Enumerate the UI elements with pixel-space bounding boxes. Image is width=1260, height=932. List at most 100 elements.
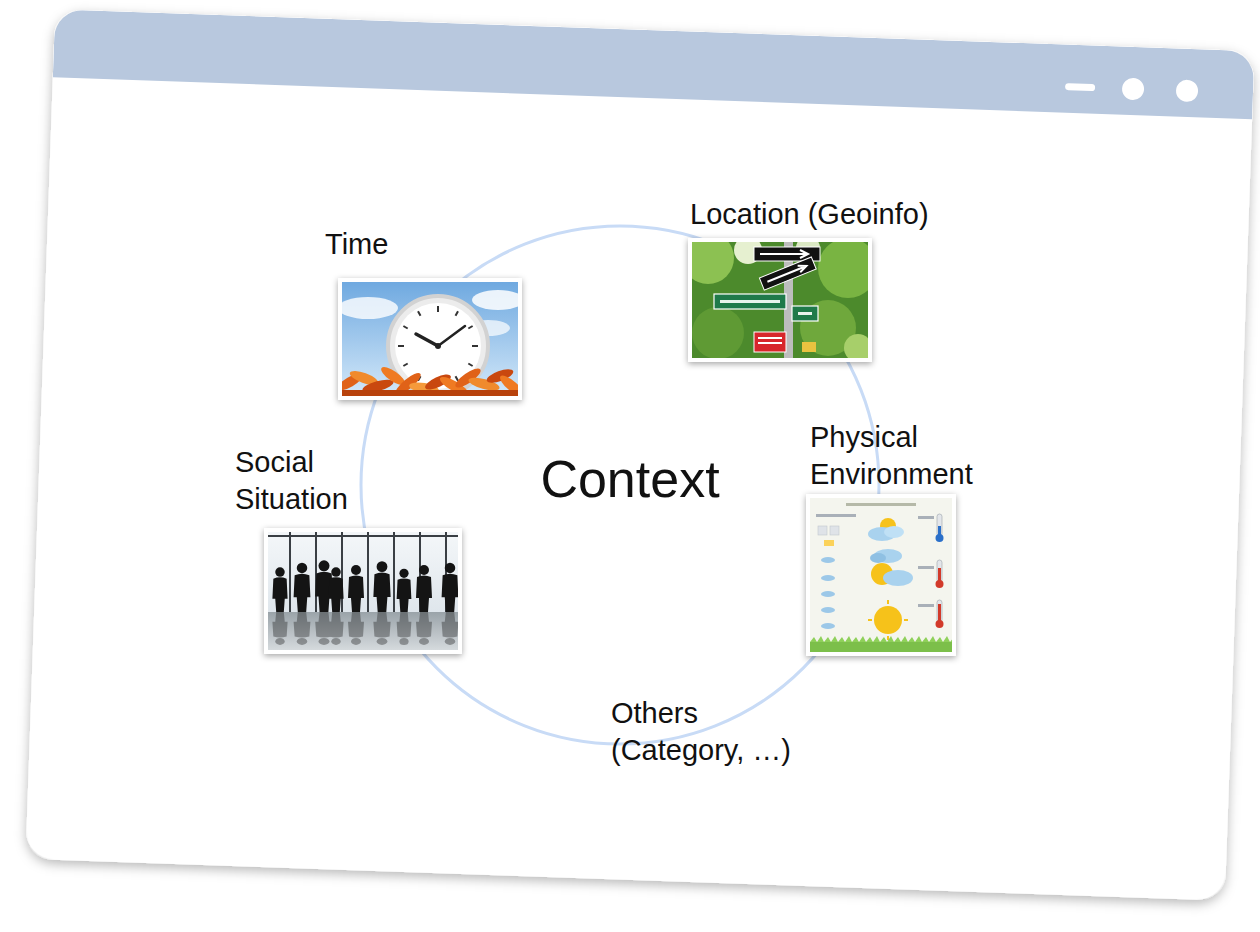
time-photo-part-part-part bbox=[403, 364, 407, 367]
location-photo-part-part bbox=[758, 342, 782, 344]
weather-photo-part-part bbox=[818, 526, 827, 535]
card-heading: Location (Geoinfo) bbox=[690, 196, 929, 233]
environment-card: Physical Environment bbox=[806, 419, 1000, 656]
browser-window-frame-part-part bbox=[1122, 78, 1145, 101]
center-title: Context bbox=[540, 449, 719, 509]
time-card: Time bbox=[325, 226, 522, 400]
weather-photo-part-part bbox=[938, 604, 941, 622]
time-photo-part-part-part bbox=[472, 345, 478, 347]
social-photo-part-part-part bbox=[442, 563, 458, 612]
weather-photo-part-part bbox=[821, 623, 835, 629]
others-label: Others (Category, …) bbox=[611, 695, 826, 769]
weather-photo-part-part bbox=[884, 526, 904, 538]
weather-photo-part-part bbox=[937, 514, 942, 536]
weather-photo-part-part bbox=[937, 600, 942, 622]
weather-photo-part bbox=[806, 494, 956, 656]
social-photo-part-part bbox=[272, 560, 458, 612]
social-photo-part-part-part bbox=[294, 563, 311, 612]
social-photo-part-part-part bbox=[416, 612, 432, 645]
social-photo-part-part-part bbox=[393, 532, 395, 612]
social-photo-part-part bbox=[268, 532, 458, 612]
time-photo-part-part-part bbox=[468, 326, 472, 329]
time-photo-part-part bbox=[472, 290, 518, 310]
weather-photo-part-part bbox=[874, 606, 902, 634]
browser-window-frame-part-part bbox=[26, 9, 1255, 900]
weather-photo-part-part bbox=[821, 575, 835, 581]
location-photo-part-part bbox=[758, 337, 782, 339]
weather-photo-part-part bbox=[918, 516, 934, 519]
time-photo-part-part bbox=[342, 297, 398, 319]
weather-photo-part-part-part bbox=[904, 619, 908, 621]
location-card: Location (Geoinfo) bbox=[688, 196, 929, 362]
time-photo-part-part-part bbox=[418, 311, 421, 315]
social-photo-part-part-part bbox=[373, 561, 390, 612]
time-photo-part-part bbox=[435, 343, 441, 349]
social-photo-part-part bbox=[272, 612, 458, 645]
weather-photo-part-part bbox=[821, 557, 835, 563]
card-heading: Social Situation bbox=[235, 444, 375, 518]
location-photo-part bbox=[692, 242, 868, 358]
card-heading: Physical Environment bbox=[810, 419, 1000, 493]
social-photo-part-part-part bbox=[272, 567, 287, 612]
ring-outline bbox=[361, 226, 879, 744]
time-photo-part-part-part bbox=[403, 326, 407, 329]
social-photo-part-part-part bbox=[442, 612, 458, 645]
social-photo-part-part bbox=[268, 612, 458, 650]
weather-photo-part-part bbox=[868, 600, 908, 640]
social-card: Social Situation bbox=[235, 444, 462, 654]
social-photo-part-part-part bbox=[348, 612, 364, 645]
social-photo-part-part bbox=[268, 532, 458, 612]
location-photo-part-part bbox=[802, 342, 816, 352]
location-photo-part-part bbox=[844, 334, 868, 358]
weather-photo-part-part bbox=[883, 570, 913, 586]
browser-window-frame-part-part bbox=[1176, 79, 1199, 102]
location-photo-part-part bbox=[792, 306, 818, 321]
weather-photo-part-part bbox=[937, 560, 942, 582]
time-photo-part-part-part bbox=[342, 390, 518, 396]
social-photo bbox=[264, 528, 462, 654]
social-photo-part-part-part bbox=[289, 532, 291, 612]
time-photo-part-part bbox=[416, 334, 438, 346]
weather-photo-part-part bbox=[870, 553, 886, 563]
social-photo-part-part-part bbox=[397, 569, 412, 612]
social-photo-part-part-part bbox=[397, 612, 412, 645]
weather-photo-part-part bbox=[810, 642, 952, 652]
location-photo-part-part bbox=[692, 307, 744, 358]
social-photo-part-part-part bbox=[294, 612, 311, 645]
social-photo-part-part-part bbox=[373, 612, 390, 645]
location-photo-part-part bbox=[714, 294, 786, 309]
weather-photo-part-part-part bbox=[887, 636, 889, 640]
location-photo-part-part bbox=[818, 242, 868, 298]
time-photo bbox=[338, 278, 522, 400]
social-photo-part-part-part bbox=[328, 567, 343, 612]
browser-window-frame-part-part bbox=[1065, 83, 1095, 91]
time-photo-part-part-part bbox=[398, 345, 404, 347]
social-photo-part-part-part bbox=[367, 532, 369, 612]
location-photo-part-part-part bbox=[766, 263, 808, 285]
location-photo-part-part bbox=[754, 332, 786, 352]
browser-window-frame-part bbox=[26, 9, 1255, 900]
social-photo-part-part-part bbox=[341, 532, 343, 612]
weather-photo-part-part bbox=[918, 566, 934, 569]
location-photo-part-part-part bbox=[759, 257, 816, 290]
weather-photo-part-part bbox=[938, 568, 941, 582]
location-photo-part-part bbox=[798, 312, 812, 315]
social-photo-part bbox=[268, 532, 458, 650]
time-photo-part-part-part bbox=[437, 306, 439, 312]
weather-photo-part-part bbox=[830, 526, 839, 535]
weather-photo-part-part bbox=[816, 514, 856, 517]
weather-photo-part bbox=[810, 498, 952, 652]
social-photo-part-part-part bbox=[272, 612, 287, 645]
social-photo-part bbox=[264, 528, 462, 654]
time-photo-part bbox=[342, 282, 518, 396]
weather-photo-part-part bbox=[810, 498, 952, 652]
time-photo-part-part-part bbox=[456, 311, 459, 315]
weather-photo-part-part bbox=[918, 604, 934, 607]
weather-photo-part-part bbox=[936, 620, 944, 628]
browser-window-frame-part-part bbox=[53, 9, 1255, 119]
weather-photo bbox=[806, 494, 956, 656]
social-photo-part-part-part bbox=[348, 565, 364, 612]
social-photo-part-part-part bbox=[328, 612, 343, 645]
location-photo-part-part bbox=[720, 300, 780, 303]
